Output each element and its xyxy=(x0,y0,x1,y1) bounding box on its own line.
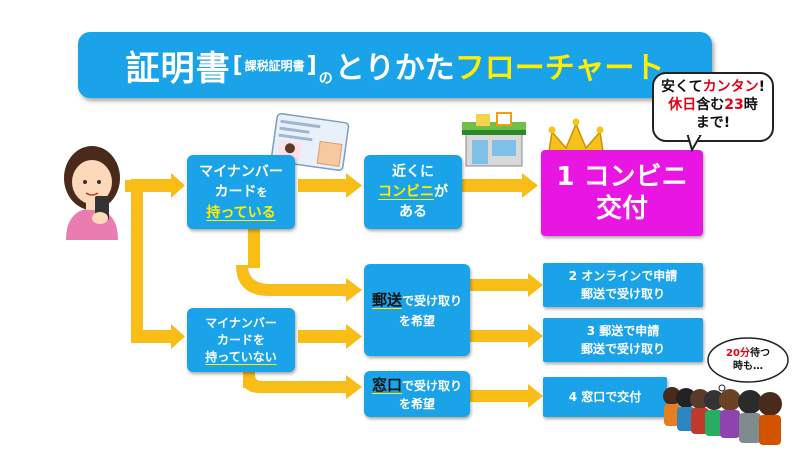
arrow-mail-to-r2 xyxy=(470,279,528,291)
arrow-no-curve xyxy=(243,375,346,393)
arrow-have-to-near xyxy=(298,179,346,192)
arrow-window-to-r4 xyxy=(470,390,528,402)
result-2-line2: 郵送で受け取り xyxy=(580,287,665,301)
no-card-line2b: を xyxy=(253,332,266,347)
title-mid: とりかた xyxy=(334,51,455,86)
title-sub: 課税証明書 xyxy=(244,58,305,73)
arrow-head-r2 xyxy=(528,273,543,297)
title-bracket-close: ] xyxy=(306,52,317,78)
arrow-head-r4 xyxy=(528,384,543,408)
callout-bottom-line2: 時も… xyxy=(733,361,763,372)
callout-conbini: 安くてカンタン! 休日含む23時 まで! xyxy=(652,72,774,142)
callout-top-line3: まで! xyxy=(695,115,731,131)
box-conbini-near: 近くに コンビニが ある xyxy=(364,155,462,229)
arrow-head-mail-bottom xyxy=(346,324,362,349)
result-4-window: 4 窓口で交付 xyxy=(543,377,667,417)
arrow-head-mail-top xyxy=(346,278,362,302)
title-highlight: フローチャート xyxy=(454,51,665,86)
result-2-line1: 2 オンラインで申請 xyxy=(568,269,678,283)
callout-top-line1b: カンタン xyxy=(702,79,759,95)
callout-wait: 20分待つ 時も… xyxy=(712,347,784,373)
window-line1b: で受け取り xyxy=(402,378,463,393)
arrow-have-curve xyxy=(236,265,346,296)
callout-bottom-line1a: 20分 xyxy=(726,348,750,359)
result-1-conbini: 1 コンビニ 交付 xyxy=(541,150,703,236)
near-line1: 近くに xyxy=(392,164,434,180)
arrow-mail-to-r3 xyxy=(470,330,528,342)
arrow-to-no-card xyxy=(131,330,171,343)
arrow-head-window xyxy=(346,375,362,399)
arrow-have-down xyxy=(248,228,260,268)
title-main: 証明書 xyxy=(125,48,231,89)
mail-line1b: で受け取り xyxy=(402,293,463,308)
box-mail: 郵送で受け取り を希望 xyxy=(364,264,470,356)
mail-line1a: 郵送 xyxy=(371,290,402,309)
callout-top-line1c: ! xyxy=(758,79,765,95)
result-4-line1: 4 窓口で交付 xyxy=(568,390,642,404)
callout-top-line2a: 休日 xyxy=(668,97,697,113)
box-have-card: マイナンバー カードを 持っている xyxy=(187,155,295,229)
no-card-line1: マイナンバー xyxy=(205,315,277,330)
near-line2b: が xyxy=(434,184,448,200)
title-banner: 証明書 [ 課税証明書 ] の とりかた フローチャート xyxy=(78,32,712,98)
have-card-line3: 持っている xyxy=(206,204,276,221)
mail-line2: を希望 xyxy=(398,313,435,328)
arrow-head-near xyxy=(346,173,362,198)
window-line1a: 窓口 xyxy=(371,375,402,394)
result-1-line2: 交付 xyxy=(595,194,648,224)
result-3-line2: 郵送で受け取り xyxy=(580,342,665,356)
result-3-mail: 3 郵送で申請 郵送で受け取り xyxy=(543,318,703,362)
arrow-trunk-vertical xyxy=(131,180,143,342)
box-window: 窓口で受け取り を希望 xyxy=(364,371,470,417)
result-2-online: 2 オンラインで申請 郵送で受け取り xyxy=(543,263,703,307)
callout-top-line2d: 時 xyxy=(743,97,758,113)
title-bracket-open: [ xyxy=(232,52,243,78)
arrow-head-no-card xyxy=(171,324,185,349)
no-card-line2a: カード xyxy=(216,332,253,347)
title-particle: の xyxy=(318,71,333,87)
have-card-line2a: カード xyxy=(214,183,257,200)
near-line2a: コンビニ xyxy=(378,184,434,200)
have-card-line2b: を xyxy=(256,185,268,199)
arrow-no-to-mail xyxy=(298,330,346,343)
callout-bottom-line1b: 待つ xyxy=(749,348,770,359)
arrow-near-to-r1 xyxy=(462,179,522,192)
result-3-line1: 3 郵送で申請 xyxy=(586,324,660,338)
result-1-line1: 1 コンビニ xyxy=(556,162,688,192)
arrow-head-r1 xyxy=(522,173,538,198)
no-card-line3: 持っていない xyxy=(205,349,277,364)
callout-top-line2c: 23 xyxy=(724,97,744,113)
near-line3: ある xyxy=(399,204,427,220)
have-card-line1: マイナンバー xyxy=(199,163,283,180)
callout-top-line1a: 安くて xyxy=(661,79,703,95)
arrow-head-r3 xyxy=(528,324,543,348)
box-no-card: マイナンバー カードを 持っていない xyxy=(187,308,295,372)
arrow-head-have-card xyxy=(171,173,185,198)
window-line2: を希望 xyxy=(398,396,435,411)
arrow-to-have-card xyxy=(131,179,171,192)
callout-top-line2b: 含む xyxy=(696,97,725,113)
